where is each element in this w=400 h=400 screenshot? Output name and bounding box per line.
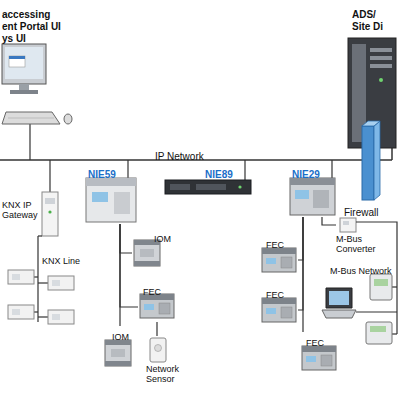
device-node: NIE89 bbox=[163, 164, 253, 196]
device-label: FEC bbox=[143, 287, 161, 297]
device-label: IOM bbox=[112, 332, 129, 342]
caption-text: KNX Line bbox=[42, 256, 80, 266]
device-node: NIE59 bbox=[83, 162, 138, 224]
network-wire bbox=[120, 224, 132, 253]
device-label: NIE29 bbox=[292, 169, 320, 181]
device-node: IOM bbox=[132, 228, 180, 268]
network-wire bbox=[156, 322, 157, 336]
device-label: M-Bus Converter bbox=[336, 234, 382, 255]
device-node: FEC bbox=[260, 234, 298, 274]
device-label: IOM bbox=[154, 234, 171, 244]
device-node: FEC bbox=[260, 284, 298, 324]
network-wire bbox=[302, 217, 303, 332]
label-holder: accessing bbox=[2, 4, 50, 22]
device-label: Firewall bbox=[344, 207, 378, 219]
label-holder: KNX Line bbox=[42, 250, 80, 268]
device-label: FEC bbox=[306, 338, 324, 348]
network-wire bbox=[119, 224, 120, 326]
label-holder: Site Di bbox=[352, 16, 383, 34]
device-label: Network Sensor bbox=[146, 364, 186, 385]
network-wire bbox=[298, 217, 303, 260]
device-label: NIE59 bbox=[88, 169, 116, 181]
label-holder: ent Portal UI bbox=[2, 16, 61, 34]
device-node: NIE29 bbox=[288, 162, 338, 217]
label-holder: ADS/ bbox=[352, 4, 376, 22]
network-wire bbox=[298, 217, 303, 310]
device-node: KNX IP Gateway bbox=[0, 190, 60, 240]
label-holder: M-Bus Network bbox=[330, 260, 392, 278]
device-node: FEC bbox=[300, 332, 340, 374]
caption-text: ys UI bbox=[2, 33, 26, 45]
device-label: FEC bbox=[266, 240, 284, 250]
caption-text: IP Network bbox=[155, 151, 204, 163]
caption-text: ent Portal UI bbox=[2, 21, 61, 33]
network-wire bbox=[322, 217, 336, 225]
device-label: NIE89 bbox=[205, 169, 233, 181]
device-node: Firewall bbox=[340, 120, 386, 221]
device-node: IOM bbox=[103, 326, 135, 370]
device-label: KNX IP Gateway bbox=[2, 200, 40, 221]
device-node: M-Bus Converter bbox=[336, 218, 386, 258]
device-node: Network Sensor bbox=[144, 336, 188, 388]
network-wire bbox=[120, 224, 138, 307]
caption-text: accessing bbox=[2, 9, 50, 21]
device-node: FEC bbox=[138, 281, 176, 322]
caption-text: Site Di bbox=[352, 21, 383, 33]
device-label: FEC bbox=[266, 290, 284, 300]
label-holder: IP Network bbox=[155, 146, 204, 164]
label-holder: ys UI bbox=[2, 28, 26, 46]
caption-text: M-Bus Network bbox=[330, 266, 392, 276]
caption-text: ADS/ bbox=[352, 9, 376, 21]
